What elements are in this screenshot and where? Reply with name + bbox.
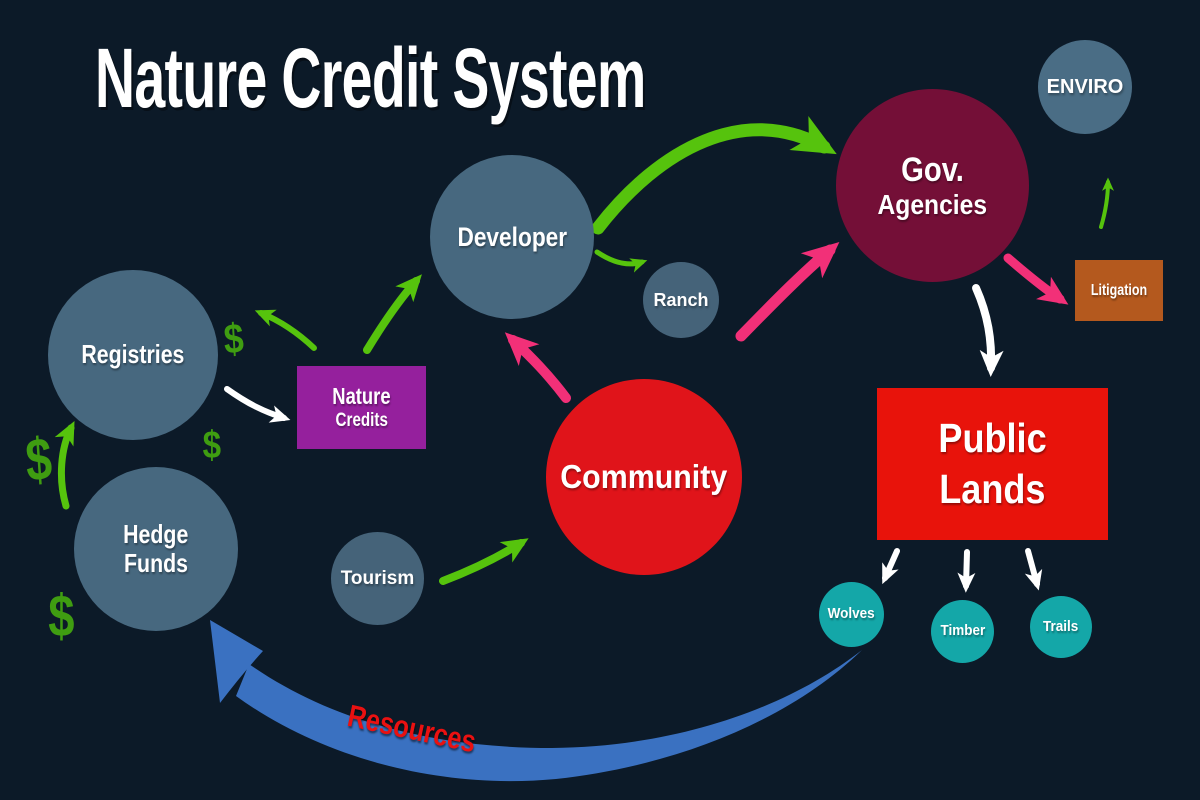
node-developer: Developer: [430, 155, 594, 319]
arrow-resources-band: [236, 650, 862, 782]
enviro-label: ENVIRO: [1046, 75, 1124, 98]
arrow-public-lands-to-trails: [1024, 548, 1043, 591]
node-tourism: Tourism: [331, 532, 424, 625]
dollar-icon: $: [23, 424, 54, 495]
nature-credits-label-line1: Nature: [332, 382, 391, 409]
node-public-lands: Public Lands: [877, 388, 1108, 540]
arrow-ranch-to-gov-agencies: [735, 241, 840, 342]
arrow-developer-to-gov-agencies: [591, 116, 837, 235]
arrow-tourism-to-community: [439, 538, 529, 585]
page-title: Nature Credit System: [95, 31, 646, 125]
public-lands-label-line2: Lands: [939, 466, 1046, 512]
gov-agencies-label-line2: Agencies: [877, 188, 988, 220]
dollar-icon: $: [202, 424, 222, 467]
arrow-hedge-funds-upward: [54, 420, 75, 510]
trails-label: Trails: [1043, 617, 1079, 635]
node-trails: Trails: [1030, 596, 1092, 658]
arrow-nature-credits-to-dollar: [254, 309, 317, 351]
node-wolves: Wolves: [819, 582, 884, 647]
node-timber: Timber: [931, 600, 994, 663]
gov-agencies-label-line1: Gov.: [901, 150, 964, 189]
registries-label: Registries: [81, 339, 185, 370]
hedge-funds-label-line1: Hedge: [123, 518, 189, 549]
arrow-developer-to-ranch: [594, 249, 648, 273]
arrow-gov-agencies-to-public-lands: [972, 284, 1004, 377]
node-registries: Registries: [48, 270, 218, 440]
timber-label: Timber: [940, 622, 985, 640]
hedge-funds-label-line2: Funds: [124, 548, 188, 578]
dollar-icon: $: [48, 583, 75, 649]
node-community: Community: [546, 379, 742, 575]
node-hedge-funds: Hedge Funds: [74, 467, 238, 631]
node-ranch: Ranch: [643, 262, 719, 338]
arrow-resources-head: [210, 620, 263, 703]
nature-credits-label-line2: Credits: [335, 409, 388, 431]
arrow-nature-credits-to-developer: [363, 274, 422, 354]
arrow-public-lands-to-timber: [957, 549, 976, 593]
public-lands-label-line1: Public: [938, 414, 1047, 461]
arrow-registries-to-nature-credits: [224, 386, 291, 423]
node-enviro: ENVIRO: [1038, 40, 1132, 134]
dollar-icon: $: [222, 314, 245, 363]
arrow-community-to-developer: [504, 332, 571, 403]
tourism-label: Tourism: [340, 567, 415, 589]
ranch-label: Ranch: [653, 289, 709, 310]
wolves-label: Wolves: [827, 605, 876, 623]
litigation-label: Litigation: [1090, 281, 1148, 299]
community-label: Community: [560, 457, 728, 495]
arrow-gov-agencies-to-litigation: [1003, 253, 1069, 305]
node-gov-agencies: Gov. Agencies: [836, 89, 1029, 282]
arrow-public-lands-to-wolves: [882, 548, 900, 585]
developer-label: Developer: [457, 221, 567, 252]
node-litigation: Litigation: [1075, 260, 1163, 321]
arrow-litigation-to-enviro: [1099, 177, 1114, 229]
node-nature-credits: Nature Credits: [297, 366, 426, 449]
